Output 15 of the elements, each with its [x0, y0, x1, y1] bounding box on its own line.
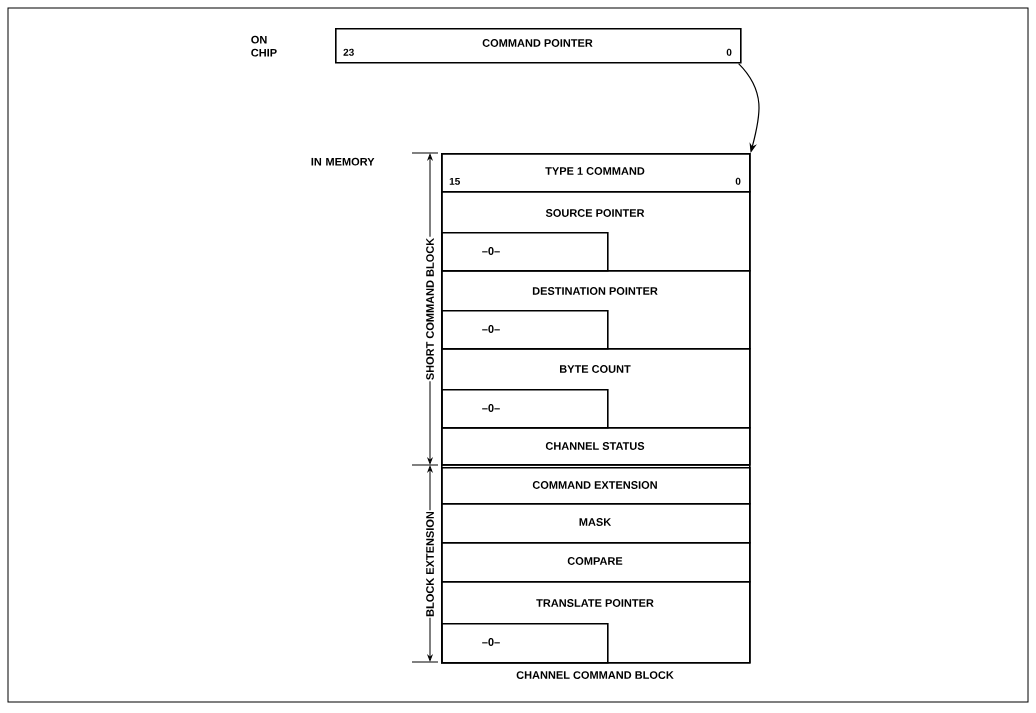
field-box: COMMAND EXTENSION	[441, 467, 751, 505]
dimension-label: BLOCK EXTENSION	[425, 510, 435, 618]
zero-field-box: –0–	[441, 389, 609, 429]
register-box: COMMAND POINTER 23 0	[335, 28, 742, 64]
side-label: IN MEMORY	[311, 157, 375, 166]
field-box: MASK	[441, 503, 751, 544]
dimension-label: SHORT COMMAND BLOCK	[425, 236, 435, 382]
field-box: COMPARE	[441, 542, 751, 583]
zero-field-box: –0–	[441, 310, 609, 350]
node-label: CHANNEL COMMAND BLOCK	[516, 671, 674, 679]
zero-field-box: –0–	[441, 623, 609, 664]
field-box: CHANNEL STATUS	[441, 427, 751, 466]
side-label: ON CHIP	[251, 35, 277, 57]
zero-field-box: –0–	[441, 232, 609, 272]
field-box: TYPE 1 COMMAND 15 0	[441, 153, 751, 193]
